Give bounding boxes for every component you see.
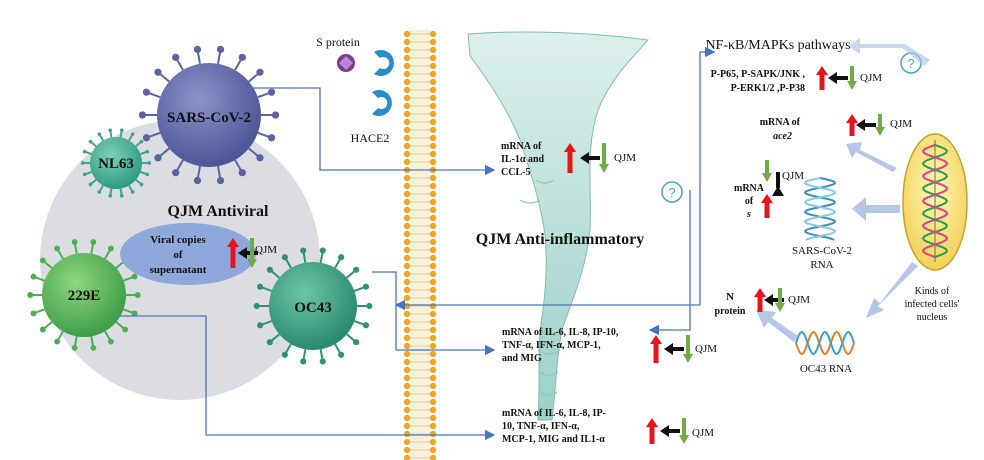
oc43-virus (253, 247, 373, 365)
mrna1-line1: mRNA of (501, 141, 542, 152)
oc43-label: OC43 (294, 300, 332, 316)
vortex-swirls (519, 179, 561, 396)
antiviral-title: QJM Antiviral (168, 203, 269, 220)
s-protein-label: S protein (316, 35, 360, 49)
sars-cov-2-virus (138, 45, 280, 185)
sars-rna-line1: SARS-CoV-2 (792, 245, 852, 257)
flow-lines (118, 46, 716, 441)
qjm-label-mrna1: QJM (614, 152, 636, 164)
mrna1-line2: IL-1α and (501, 154, 545, 165)
sars-cov-2-label: SARS-CoV-2 (167, 110, 251, 126)
qjm-label-mrna3: QJM (692, 427, 714, 439)
question-mark-right: ? (907, 56, 914, 71)
qjm-label-n: QJM (788, 294, 810, 306)
nucleus-line2: infected cells' (905, 299, 960, 310)
s-mrna-line3: s (746, 209, 751, 220)
question-mark-center: ? (668, 185, 675, 200)
infected-cell-nucleus (902, 133, 968, 271)
nucleus-line3: nucleus (917, 312, 948, 323)
anti-inflammatory-title: QJM Anti-inflammatory (476, 231, 644, 248)
s-protein-diamond-icon (339, 56, 353, 70)
viral-copies-line3: supernatant (150, 264, 207, 276)
question-icon-center (661, 181, 683, 203)
mrna3-line2: 10, TNF-α, IFN-α, (502, 421, 580, 432)
hace2-receptor-icon (372, 90, 392, 116)
phospho-line2: P-ERK1/2 ,P-P38 (731, 83, 805, 94)
hace2-receptor-icon-top (374, 50, 394, 76)
cell-membrane (403, 30, 437, 460)
mrna2-line3: and MIG (502, 353, 542, 364)
ace2-mrna-line2: ace2 (773, 131, 792, 142)
mrna3-line3: MCP-1, MIG and IL1-α (502, 434, 605, 445)
nfkb-pathways-label: NF-κB/MAPKs pathways (705, 38, 850, 53)
hace2-label: HACE2 (351, 131, 390, 145)
dna-helix-icon (921, 144, 949, 258)
viral-copies-line2: of (173, 249, 183, 261)
viral-copies-line1: Viral copies (150, 234, 206, 246)
inflammation-vortex (467, 31, 650, 421)
229e-virus (27, 239, 141, 351)
viral-copies-ellipse (120, 223, 256, 285)
nl63-label: NL63 (98, 156, 134, 172)
mrna2-line1: mRNA of IL-6, IL-8, IP-10, (502, 327, 619, 338)
n-protein-line2: protein (715, 306, 746, 317)
qjm-label-s: QJM (782, 170, 804, 182)
n-protein-line1: N (726, 291, 734, 303)
sars-cov-2-rna-helix-icon (803, 177, 837, 241)
qjm-label-antiviral: QJM (255, 244, 277, 256)
qjm-label-phospho: QJM (860, 72, 882, 84)
regulation-indicators (227, 66, 885, 444)
qjm-label-ace2: QJM (890, 118, 912, 130)
229e-label: 229E (68, 288, 101, 304)
qjm-label-mrna2: QJM (695, 343, 717, 355)
s-mrna-line2: of (745, 196, 754, 207)
nl63-virus (80, 128, 152, 198)
nucleus-output-arrows (756, 38, 930, 342)
mrna3-line1: mRNA of IL-6, IL-8, IP- (502, 408, 606, 419)
oc43-rna-label: OC43 RNA (800, 363, 852, 375)
mrna2-line2: TNF-α, IFN-α, MCP-1, (502, 340, 601, 351)
nucleus-line1: Kinds of (915, 286, 950, 297)
ace2-mrna-line1: mRNA of (760, 117, 801, 128)
phospho-line1: P-P65, P-SAPK/JNK , (711, 69, 806, 80)
sars-rna-line2: RNA (810, 259, 833, 271)
mrna1-line3: CCL-5 (501, 167, 530, 178)
oc43-rna-helix-icon (795, 330, 855, 356)
s-mrna-line1: mRNA (734, 183, 765, 194)
